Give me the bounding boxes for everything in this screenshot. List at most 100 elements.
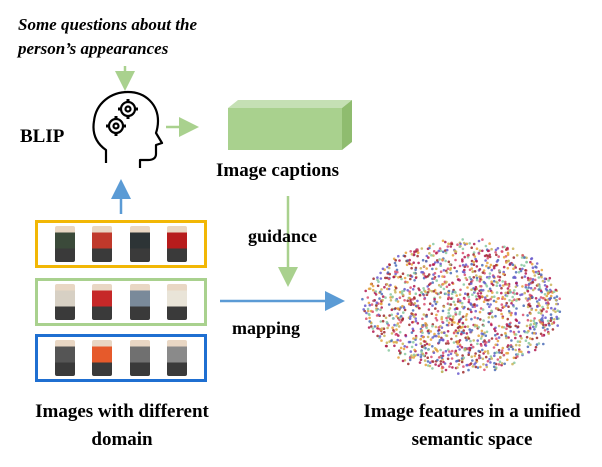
feature-point (514, 271, 518, 274)
feature-point (403, 276, 407, 280)
feature-point (453, 303, 457, 307)
feature-point (428, 302, 432, 306)
feature-point (445, 316, 448, 320)
feature-point (428, 264, 432, 267)
feature-point (380, 327, 384, 330)
feature-point (517, 271, 521, 274)
feature-point (414, 319, 418, 323)
feature-point (509, 329, 512, 333)
feature-point (516, 340, 520, 343)
feature-point (472, 242, 476, 246)
feature-point (540, 309, 544, 313)
feature-point (459, 288, 462, 292)
feature-point (479, 318, 482, 321)
feature-point (520, 263, 523, 267)
feature-point (452, 341, 456, 344)
feature-point (468, 268, 472, 272)
feature-point (414, 292, 418, 296)
feature-point (412, 337, 415, 340)
feature-point (461, 251, 465, 255)
feature-point (525, 324, 529, 328)
feature-point (426, 335, 430, 339)
feature-point (448, 365, 451, 368)
feature-point (399, 315, 403, 318)
feature-point (392, 341, 396, 344)
feature-point (480, 285, 483, 288)
feature-point (467, 353, 471, 357)
feature-point (445, 334, 449, 338)
feature-point (533, 317, 536, 320)
feature-point (496, 297, 500, 300)
feature-point (424, 290, 427, 293)
feature-point (541, 296, 545, 300)
feature-point (428, 244, 432, 248)
feature-point (495, 291, 499, 294)
feature-point (449, 303, 453, 306)
feature-point (461, 260, 464, 263)
feature-point (425, 342, 429, 346)
feature-point (495, 284, 499, 288)
feature-point (447, 293, 450, 297)
feature-point (442, 269, 446, 272)
feature-point (518, 348, 521, 351)
feature-point (480, 295, 484, 298)
feature-point (414, 268, 417, 272)
feature-point (450, 242, 454, 246)
feature-point (472, 251, 476, 254)
feature-point (457, 298, 460, 301)
feature-point (397, 325, 401, 328)
feature-point (391, 326, 394, 330)
feature-point (488, 287, 492, 291)
feature-point (478, 249, 482, 252)
feature-point (394, 333, 398, 336)
feature-point (534, 345, 538, 349)
feature-point (384, 296, 387, 299)
feature-point (520, 276, 524, 279)
feature-point (399, 275, 402, 279)
feature-point (463, 347, 467, 351)
feature-point (426, 329, 430, 333)
feature-point (514, 276, 517, 280)
feature-point (526, 318, 530, 322)
feature-point (460, 332, 463, 336)
feature-point (554, 288, 558, 292)
feature-point (408, 290, 411, 294)
feature-point (410, 263, 414, 266)
feature-point (382, 314, 386, 318)
feature-point (510, 339, 513, 342)
feature-point (389, 296, 392, 299)
feature-point (437, 292, 441, 296)
feature-point (403, 345, 407, 348)
feature-point (450, 297, 453, 301)
feature-point (535, 336, 539, 340)
feature-point (487, 298, 490, 302)
feature-point (445, 280, 448, 284)
feature-point (486, 352, 490, 355)
feature-point (401, 304, 404, 308)
feature-point (490, 357, 494, 360)
feature-point (444, 240, 447, 244)
feature-point (546, 292, 550, 296)
feature-point (376, 324, 380, 328)
feature-point (447, 296, 451, 299)
feature-point (546, 298, 549, 302)
feature-point (514, 311, 517, 315)
feature-point (368, 320, 372, 323)
feature-point (449, 271, 453, 275)
feature-point (533, 331, 536, 335)
feature-point (461, 247, 465, 251)
feature-point (456, 331, 460, 335)
feature-point (430, 289, 434, 293)
feature-point (376, 278, 379, 282)
feature-point (514, 324, 517, 328)
feature-point (425, 267, 429, 270)
feature-point (521, 352, 524, 356)
feature-point (379, 271, 382, 275)
feature-point (416, 248, 419, 251)
feature-point (445, 271, 449, 274)
feature-point (506, 358, 509, 362)
feature-point (408, 323, 411, 327)
feature-point (456, 366, 459, 369)
feature-point (500, 291, 503, 295)
feature-point (458, 299, 462, 303)
